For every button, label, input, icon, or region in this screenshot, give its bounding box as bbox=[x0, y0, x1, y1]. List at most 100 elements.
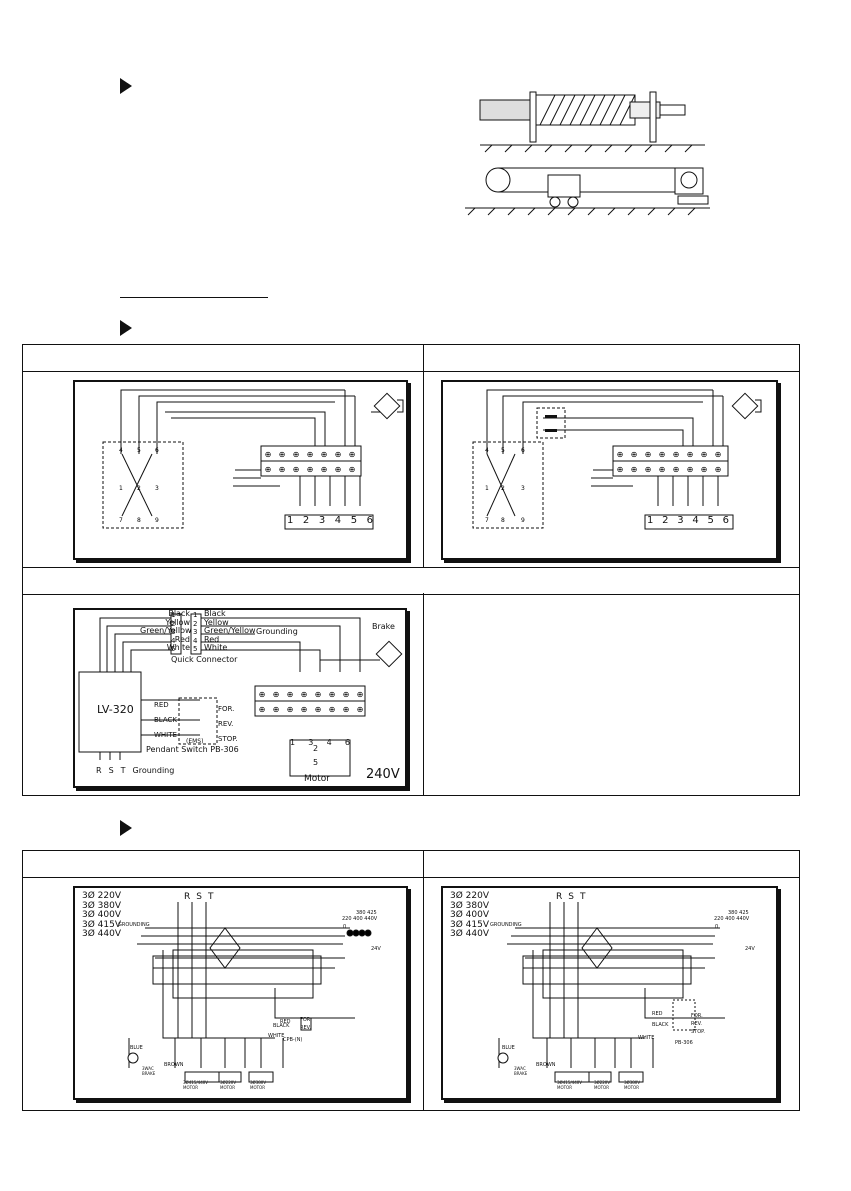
supply-label: R bbox=[96, 766, 102, 775]
pendant-action-labels: FOR. REV. STOP. bbox=[218, 702, 238, 747]
svg-text:7: 7 bbox=[485, 517, 489, 524]
supply-label: T bbox=[120, 766, 126, 775]
pendant-wire-labels: RED BLACK WHITE bbox=[154, 698, 177, 743]
svg-text:⊕: ⊕ bbox=[301, 705, 308, 714]
wire-color-label: Black bbox=[168, 609, 190, 618]
svg-text:2: 2 bbox=[137, 485, 141, 492]
controller-label: LV-320 bbox=[97, 703, 134, 716]
svg-text:⊕: ⊕ bbox=[687, 450, 694, 459]
svg-text:⊕: ⊕ bbox=[673, 450, 680, 459]
svg-text:⊕: ⊕ bbox=[645, 450, 652, 459]
motor-label: Motor bbox=[304, 774, 331, 784]
section-marker-icon bbox=[120, 820, 132, 836]
svg-text:⊕: ⊕ bbox=[321, 465, 328, 474]
svg-text:⊕: ⊕ bbox=[343, 690, 350, 699]
svg-text:⊕: ⊕ bbox=[631, 465, 638, 474]
pin-number: 5 bbox=[171, 645, 176, 653]
pendant-action-label: REV. bbox=[218, 720, 234, 728]
rev-label: REV. bbox=[300, 1025, 311, 1031]
wire-color-label: Black bbox=[204, 609, 226, 618]
terminal-number: 6 bbox=[722, 515, 729, 526]
svg-text:8: 8 bbox=[137, 517, 141, 524]
tap-top-label: 380 425 bbox=[728, 910, 749, 916]
svg-text:⊕: ⊕ bbox=[287, 705, 294, 714]
for-label: FOR. bbox=[691, 1013, 703, 1019]
supply-label: S bbox=[108, 766, 114, 775]
svg-text:⊕: ⊕ bbox=[715, 450, 722, 459]
pin-number: 2 bbox=[193, 619, 198, 628]
svg-text:⊕: ⊕ bbox=[273, 705, 280, 714]
svg-text:⊕: ⊕ bbox=[701, 450, 708, 459]
svg-text:⊕: ⊕ bbox=[279, 450, 286, 459]
secondary-label: 24V bbox=[745, 946, 755, 952]
svg-text:5: 5 bbox=[137, 447, 141, 454]
pendant-model-label: PB-306 bbox=[675, 1040, 693, 1046]
three-phase-diagram-right-svg bbox=[497, 902, 725, 1083]
voltage-item: 3Ø 400V bbox=[450, 910, 490, 920]
brake-label: 3WAC BRAKE bbox=[514, 1066, 528, 1076]
svg-text:1: 1 bbox=[485, 485, 489, 492]
svg-text:9: 9 bbox=[155, 517, 159, 524]
pendant-wire-label: RED bbox=[154, 701, 169, 709]
wire-color-label: Green/Yellow bbox=[204, 626, 256, 635]
white-label: WHITE bbox=[268, 1033, 285, 1039]
column-divider bbox=[423, 345, 424, 567]
voltage-list-left: 3Ø 220V 3Ø 380V 3Ø 400V 3Ø 415V 3Ø 440V bbox=[82, 891, 122, 940]
supply-labels: R S T Grounding bbox=[96, 766, 174, 775]
motor-terminal: 4 bbox=[326, 738, 332, 747]
zero-label: 0 bbox=[715, 924, 719, 930]
svg-text:⊕: ⊕ bbox=[349, 450, 356, 459]
right-wire-color-list: Black Yellow Green/Yellow Red White bbox=[204, 609, 256, 653]
terminal-number: 4 bbox=[692, 515, 699, 526]
supply-label: S bbox=[568, 892, 574, 902]
svg-text:2: 2 bbox=[501, 485, 505, 492]
wire-color-label: Red bbox=[204, 634, 220, 644]
voltage-item: 3Ø 415V bbox=[450, 919, 490, 930]
supply-label: R bbox=[184, 892, 191, 902]
motor-label: 3Ø415/440V MOTOR bbox=[183, 1080, 209, 1090]
svg-text:⊕: ⊕ bbox=[307, 465, 314, 474]
svg-text:6: 6 bbox=[521, 447, 525, 454]
rev-label: REV. bbox=[691, 1021, 702, 1027]
pendant-switch-label: Pendant Switch PB-306 bbox=[146, 745, 239, 754]
svg-text:⊕: ⊕ bbox=[307, 450, 314, 459]
voltage-item: 3Ø 415V bbox=[82, 919, 122, 930]
svg-text:8: 8 bbox=[501, 517, 505, 524]
tap-top-label: 380 425 bbox=[356, 910, 377, 916]
svg-text:⊕: ⊕ bbox=[335, 465, 342, 474]
red-label: RED bbox=[652, 1011, 663, 1017]
table-subheader-row bbox=[23, 567, 799, 595]
svg-text:⊕: ⊕ bbox=[673, 465, 680, 474]
pin-number: 1 bbox=[171, 611, 176, 619]
terminal-number: 2 bbox=[662, 515, 669, 526]
motor-terminal: 3 bbox=[308, 738, 314, 747]
terminal-number-row-b: 1 2 3 4 5 6 bbox=[647, 515, 729, 526]
quick-connector-label: Quick Connector bbox=[171, 655, 238, 664]
voltage-item: 3Ø 220V bbox=[82, 891, 122, 901]
svg-text:⊕: ⊕ bbox=[687, 465, 694, 474]
pendant-wire-label: BLACK bbox=[154, 716, 178, 724]
svg-text:⊕: ⊕ bbox=[315, 690, 322, 699]
terminal-number: 4 bbox=[334, 515, 342, 526]
grounding-label: GROUNDING bbox=[490, 922, 522, 928]
svg-text:⊕: ⊕ bbox=[659, 450, 666, 459]
brake-label: 3WAC BRAKE bbox=[142, 1066, 156, 1076]
svg-text:⊕: ⊕ bbox=[335, 450, 342, 459]
svg-text:⊕: ⊕ bbox=[265, 450, 272, 459]
svg-text:⊕: ⊕ bbox=[293, 450, 300, 459]
svg-text:⊕: ⊕ bbox=[701, 465, 708, 474]
zero-label: 0 bbox=[343, 924, 347, 930]
svg-text:⊕: ⊕ bbox=[273, 690, 280, 699]
svg-text:4: 4 bbox=[485, 447, 489, 454]
svg-text:⊕: ⊕ bbox=[617, 465, 624, 474]
svg-text:6: 6 bbox=[155, 447, 159, 454]
pendant-action-label: STOP. bbox=[218, 735, 238, 743]
three-phase-diagram-left bbox=[73, 886, 408, 1100]
pendant-wire-label: WHITE bbox=[154, 731, 177, 739]
left-wire-color-list: Black Yellow Green/Yellow Red White bbox=[140, 609, 192, 653]
terminal-number: 3 bbox=[677, 515, 684, 526]
motor-label: 3Ø220V MOTOR bbox=[220, 1080, 237, 1090]
